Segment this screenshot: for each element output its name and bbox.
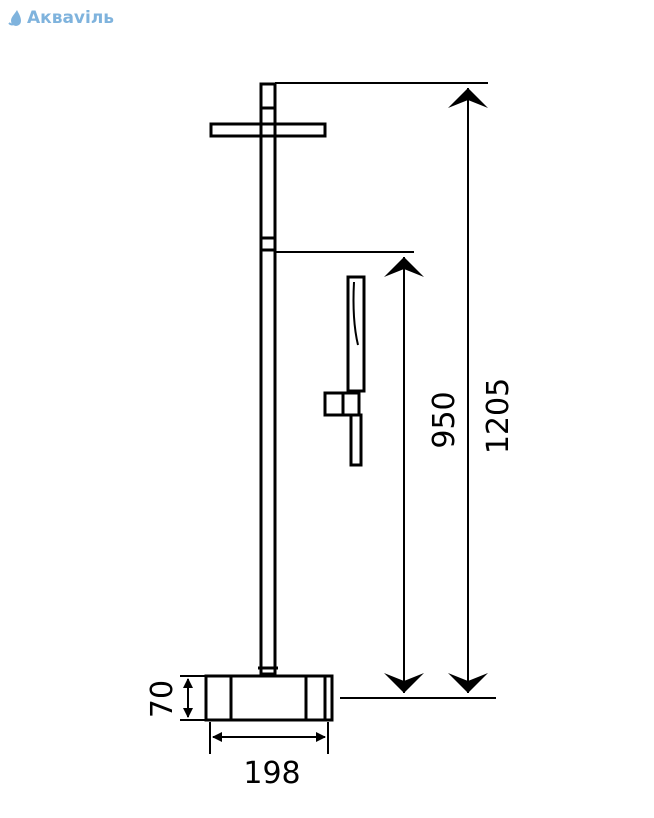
brand-name: Акваviль	[27, 8, 115, 28]
drop-logo-icon	[8, 10, 21, 26]
dim-label-950: 950	[427, 391, 462, 448]
dim-label-1205: 1205	[481, 378, 516, 454]
column-pipe	[259, 82, 277, 676]
hand-shower-head	[346, 275, 366, 393]
hand-shower-holder	[323, 391, 345, 417]
dim-label-198: 198	[243, 756, 300, 791]
overhead-shower-head	[209, 122, 327, 138]
dim-label-70: 70	[145, 680, 180, 718]
brand-logo: Акваviль	[8, 8, 114, 28]
column-base	[204, 674, 334, 722]
hand-shower-handle	[349, 413, 363, 467]
